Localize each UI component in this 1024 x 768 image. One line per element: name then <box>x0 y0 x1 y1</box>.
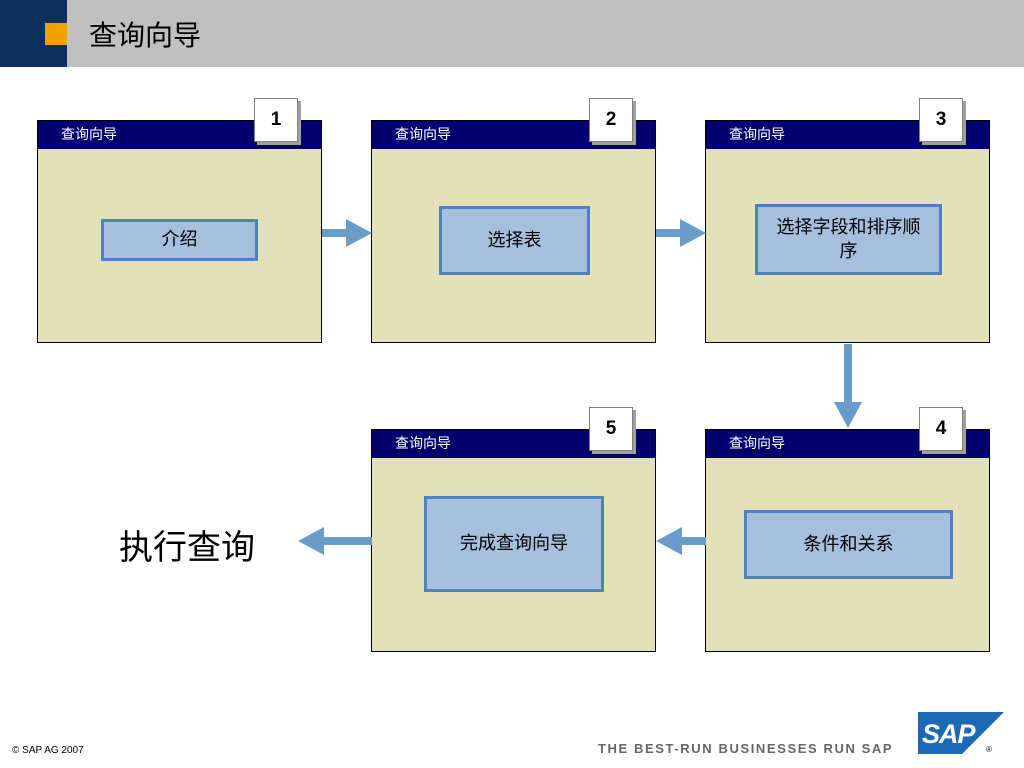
step-3-box: 选择字段和排序顺序 <box>755 204 942 275</box>
step-5-window: 查询向导 完成查询向导 <box>371 429 656 652</box>
step-3-number: 3 <box>919 98 963 142</box>
step-4-window: 查询向导 条件和关系 <box>705 429 990 652</box>
step-1-number: 1 <box>254 98 298 142</box>
copyright-text: © SAP AG 2007 <box>12 745 84 756</box>
tagline-text: THE BEST-RUN BUSINESSES RUN SAP <box>598 741 894 756</box>
step-4-box: 条件和关系 <box>744 510 953 579</box>
step-3-window: 查询向导 选择字段和排序顺序 <box>705 120 990 343</box>
page-title: 查询向导 <box>89 19 202 52</box>
step-2-number: 2 <box>589 98 633 142</box>
arrow-left-icon <box>656 527 706 555</box>
step-5-number: 5 <box>589 407 633 451</box>
arrow-right-icon <box>656 219 706 247</box>
sap-logo: SAP ® <box>918 712 1006 757</box>
step-2-window: 查询向导 选择表 <box>371 120 656 343</box>
arrow-left-icon <box>298 527 372 555</box>
arrow-down-icon <box>834 344 862 428</box>
sap-logo-shape <box>918 712 1004 754</box>
arrow-right-icon <box>322 219 372 247</box>
step-1-box: 介绍 <box>101 219 258 261</box>
registered-mark-icon: ® <box>986 745 992 754</box>
header-accent-square <box>45 23 67 45</box>
header-bar <box>0 0 1024 67</box>
step-2-box: 选择表 <box>439 206 590 275</box>
sap-logo-text: SAP <box>922 719 976 749</box>
step-5-box: 完成查询向导 <box>424 496 604 592</box>
step-4-number: 4 <box>919 407 963 451</box>
execute-query-label: 执行查询 <box>119 528 255 568</box>
